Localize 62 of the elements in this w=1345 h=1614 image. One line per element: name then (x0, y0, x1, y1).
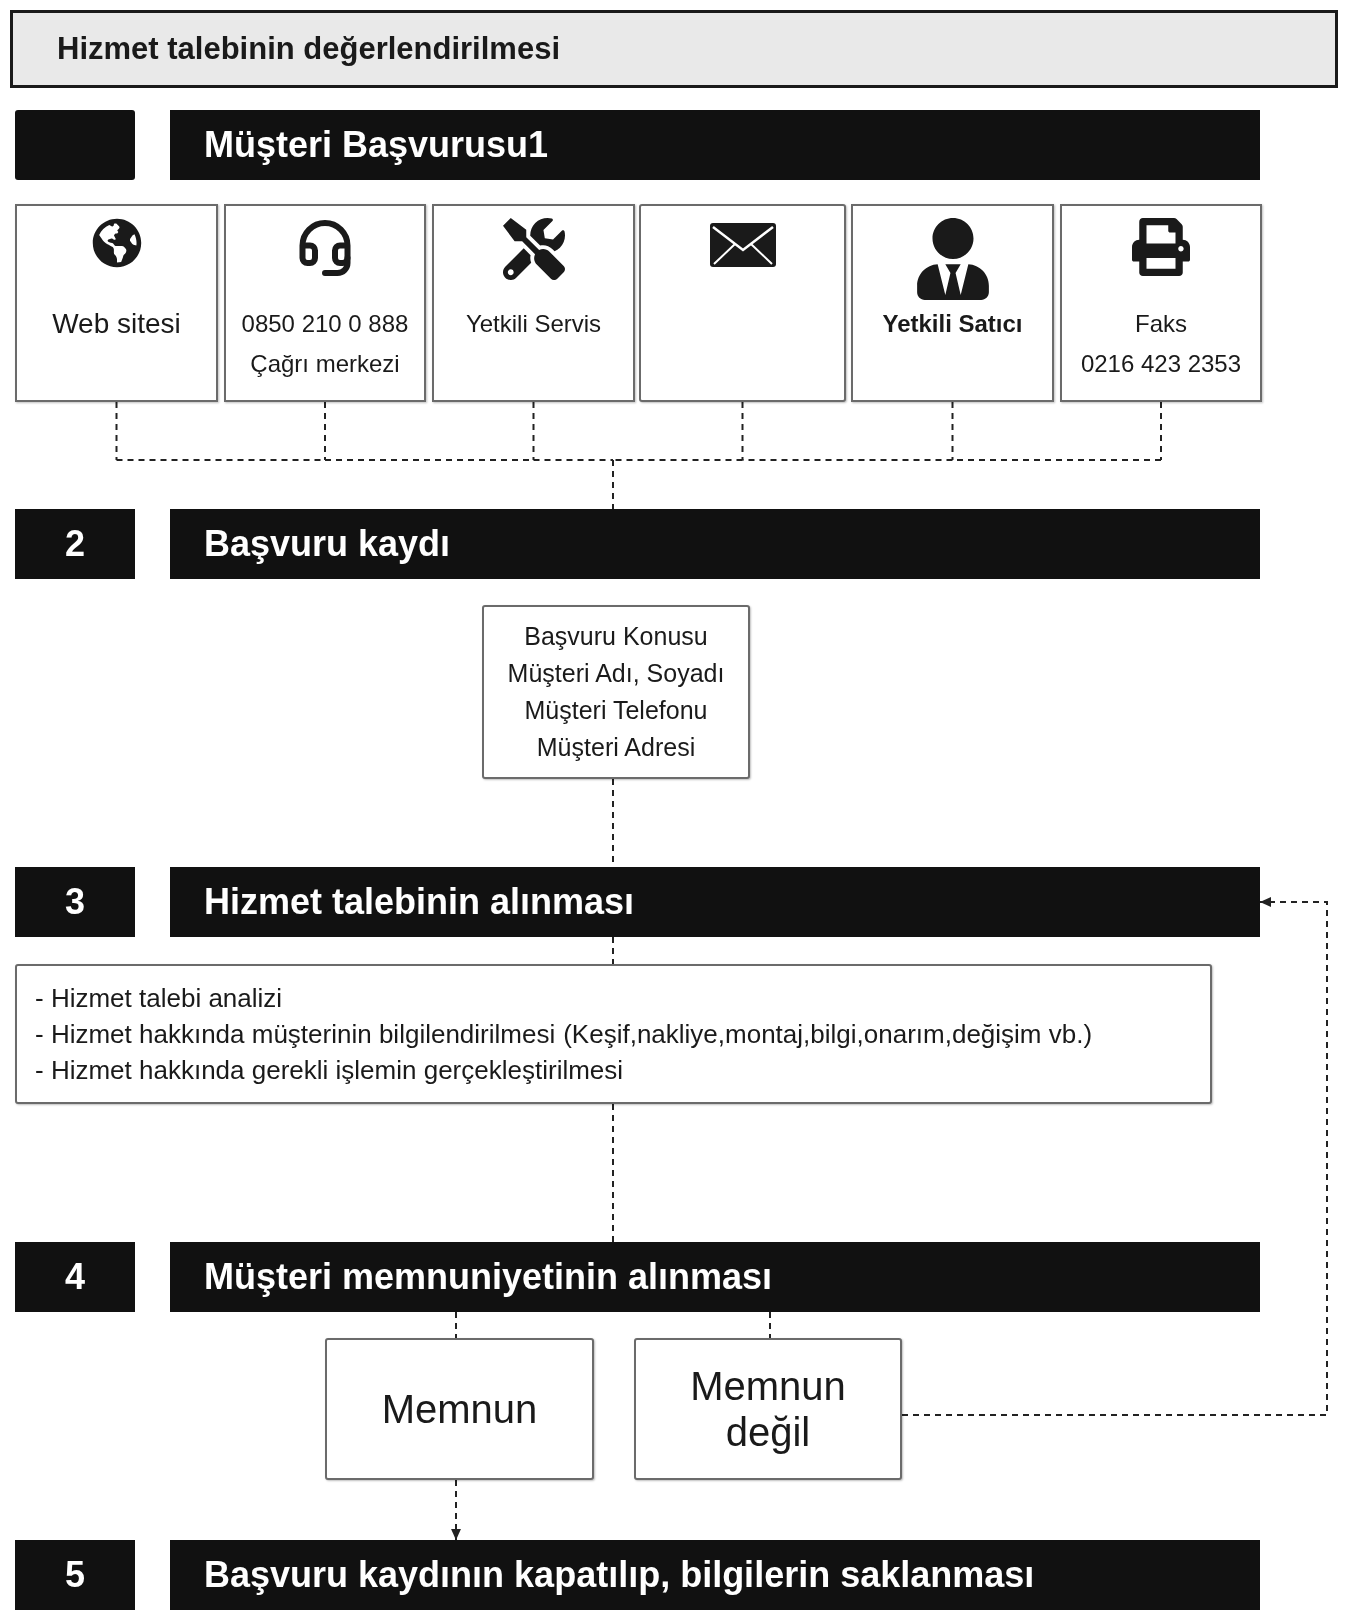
step-number: 4 (65, 1255, 85, 1299)
dashed-connector (1160, 401, 1162, 461)
step-number-box (15, 1540, 135, 1610)
dashed-connector (741, 401, 744, 461)
dashed-connector (612, 1103, 614, 1243)
step-band (170, 110, 1260, 180)
step-title: Müşteri Başvurusu1 (204, 123, 549, 167)
dashed-arrow (451, 1479, 461, 1541)
channel-label: 0216 423 2353 (1080, 349, 1242, 379)
dashed-connector (324, 401, 326, 461)
channel-label: 0850 210 0 888 (241, 309, 409, 339)
diagram-title: Hizmet talebinin değerlendirilmesi (57, 30, 560, 68)
list-item-note: (Keşif,nakliye,montaj,bilgi,onarım,değişim vb.) (563, 1018, 1093, 1051)
channel-card (639, 204, 846, 402)
record-fields-box (482, 605, 750, 779)
channel-card (1060, 204, 1262, 402)
task-list-box (15, 964, 1212, 1104)
dashed-connector (532, 401, 535, 461)
dashed-connector (951, 401, 954, 461)
dashed-connector (741, 459, 954, 461)
step-number-box (15, 509, 135, 579)
channel-card (224, 204, 426, 402)
dashed-connector (612, 936, 614, 965)
dashed-connector (769, 1311, 771, 1339)
channel-card (851, 204, 1054, 402)
step-band (170, 509, 1260, 579)
channel-label: Yetkili Servis (465, 309, 602, 339)
field-name: Başvuru Konusu (524, 621, 708, 652)
step-number: 5 (65, 1553, 85, 1597)
step-title: Başvuru kaydının kapatılıp, bilgilerin saklanması (204, 1553, 1035, 1597)
outcome-box (325, 1338, 594, 1480)
list-item: - Hizmet hakkında gerekli işlemin gerçekleştirilmesi (35, 1054, 624, 1087)
step-band (170, 867, 1260, 937)
step-number-box (15, 867, 135, 937)
channel-label: Yetkili Satıcı (882, 309, 1023, 339)
list-item: - Hizmet hakkında müşterinin bilgilendirilmesi (35, 1018, 556, 1051)
step-number-box (15, 110, 135, 180)
channel-label: Web sitesi (52, 307, 181, 341)
channel-card (432, 204, 635, 402)
channel-card (15, 204, 218, 402)
channel-label: Çağrı merkezi (250, 349, 400, 379)
dashed-connector (612, 459, 614, 510)
step-number: 2 (65, 522, 85, 566)
list-item: - Hizmet talebi analizi (35, 982, 283, 1015)
dashed-arrow (901, 897, 1328, 1416)
channel-label: Faks (1135, 309, 1187, 339)
outcome-box (634, 1338, 902, 1480)
field-name: Müşteri Telefonu (524, 695, 708, 726)
step-title: Hizmet talebinin alınması (204, 880, 635, 924)
step-number-box (15, 1242, 135, 1312)
step-band (170, 1242, 1260, 1312)
outcome-label: Memnun değil (689, 1363, 847, 1455)
dashed-connector (455, 1311, 457, 1339)
step-band (170, 1540, 1260, 1610)
step-title: Başvuru kaydı (204, 522, 451, 566)
dashed-connector (115, 401, 118, 461)
field-name: Müşteri Adı, Soyadı (507, 658, 725, 689)
outcome-label: Memnun (381, 1386, 538, 1432)
step-title: Müşteri memnuniyetinin alınması (204, 1255, 773, 1299)
field-name: Müşteri Adresi (536, 732, 696, 763)
step-number: 3 (65, 880, 85, 924)
dashed-connector (532, 459, 614, 461)
